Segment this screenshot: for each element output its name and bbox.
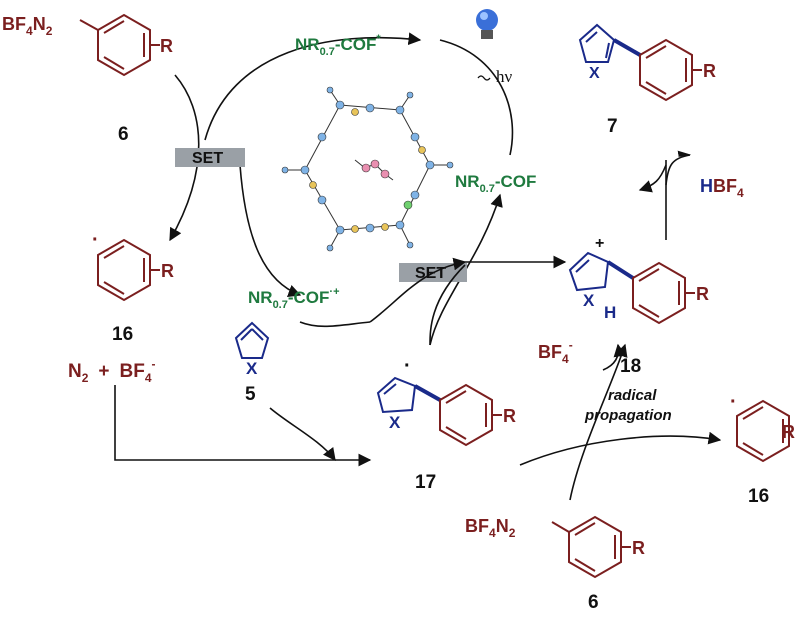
compound-number-17: 17 — [415, 472, 436, 493]
light-wave-icon — [477, 75, 491, 81]
svg-text:R: R — [696, 284, 709, 304]
compound-number-7: 7 — [607, 116, 618, 137]
propagation-label-2: propagation — [584, 407, 672, 424]
product-7: X R 7 — [578, 23, 716, 137]
set-box-upper: SET — [175, 148, 245, 167]
heterocycle-5: X 5 — [234, 321, 270, 405]
compound-number-6: 6 — [118, 124, 129, 145]
intermediate-18: + X H R 18 — [568, 235, 709, 377]
r-group: R — [160, 36, 173, 56]
svg-text:X: X — [246, 359, 258, 378]
aryl-radical-16-right: · R 16 — [730, 391, 795, 507]
byproduct-n2-bf4: N2+BF4- — [68, 357, 156, 385]
aryl-diazonium-6: BF4N2 R 6 — [2, 13, 173, 145]
catalyst-excited-label: NR0.7-COF* — [295, 33, 381, 58]
svg-text:X: X — [389, 413, 401, 432]
svg-text:·: · — [730, 391, 737, 413]
svg-text:R: R — [703, 61, 716, 81]
compound-number-16: 16 — [112, 324, 133, 345]
catalytic-cycle — [169, 32, 514, 346]
svg-text:X: X — [583, 291, 595, 310]
hbf4-label: HBF4 — [700, 176, 744, 200]
compound-number-6-bottom: 6 — [588, 592, 599, 613]
aryl-radical-16: · R 16 — [92, 229, 174, 345]
cof-structure-icon — [281, 86, 454, 252]
catalyst-radical-cation-label: NR0.7-COF·+ — [248, 286, 340, 311]
hv-label: hν — [496, 67, 513, 86]
diazonium-label-bottom: BF4N2 — [465, 516, 516, 540]
svg-text:R: R — [782, 422, 795, 442]
svg-text:R: R — [632, 538, 645, 558]
flow-arrows — [114, 150, 722, 501]
propagation-label-1: radical — [608, 387, 657, 404]
lightbulb-icon — [476, 9, 498, 39]
catalyst-ground-label: NR0.7-COF — [455, 172, 536, 195]
svg-text:X: X — [589, 65, 600, 82]
svg-text:H: H — [604, 303, 616, 322]
svg-text:R: R — [503, 406, 516, 426]
compound-number-16-right: 16 — [748, 486, 769, 507]
svg-text:·: · — [404, 355, 411, 377]
r-group: R — [161, 261, 174, 281]
intermediate-17: · X R 17 — [376, 355, 516, 493]
bf4-anion: BF4- — [538, 338, 573, 366]
diazonium-label: BF4N2 — [2, 14, 53, 38]
svg-text:SET: SET — [192, 150, 223, 167]
svg-text:·: · — [92, 229, 99, 251]
compound-number-5: 5 — [245, 384, 256, 405]
aryl-diazonium-6-bottom: BF4N2 R 6 — [465, 515, 645, 613]
svg-text:+: + — [595, 235, 604, 252]
compound-number-18: 18 — [620, 356, 641, 377]
